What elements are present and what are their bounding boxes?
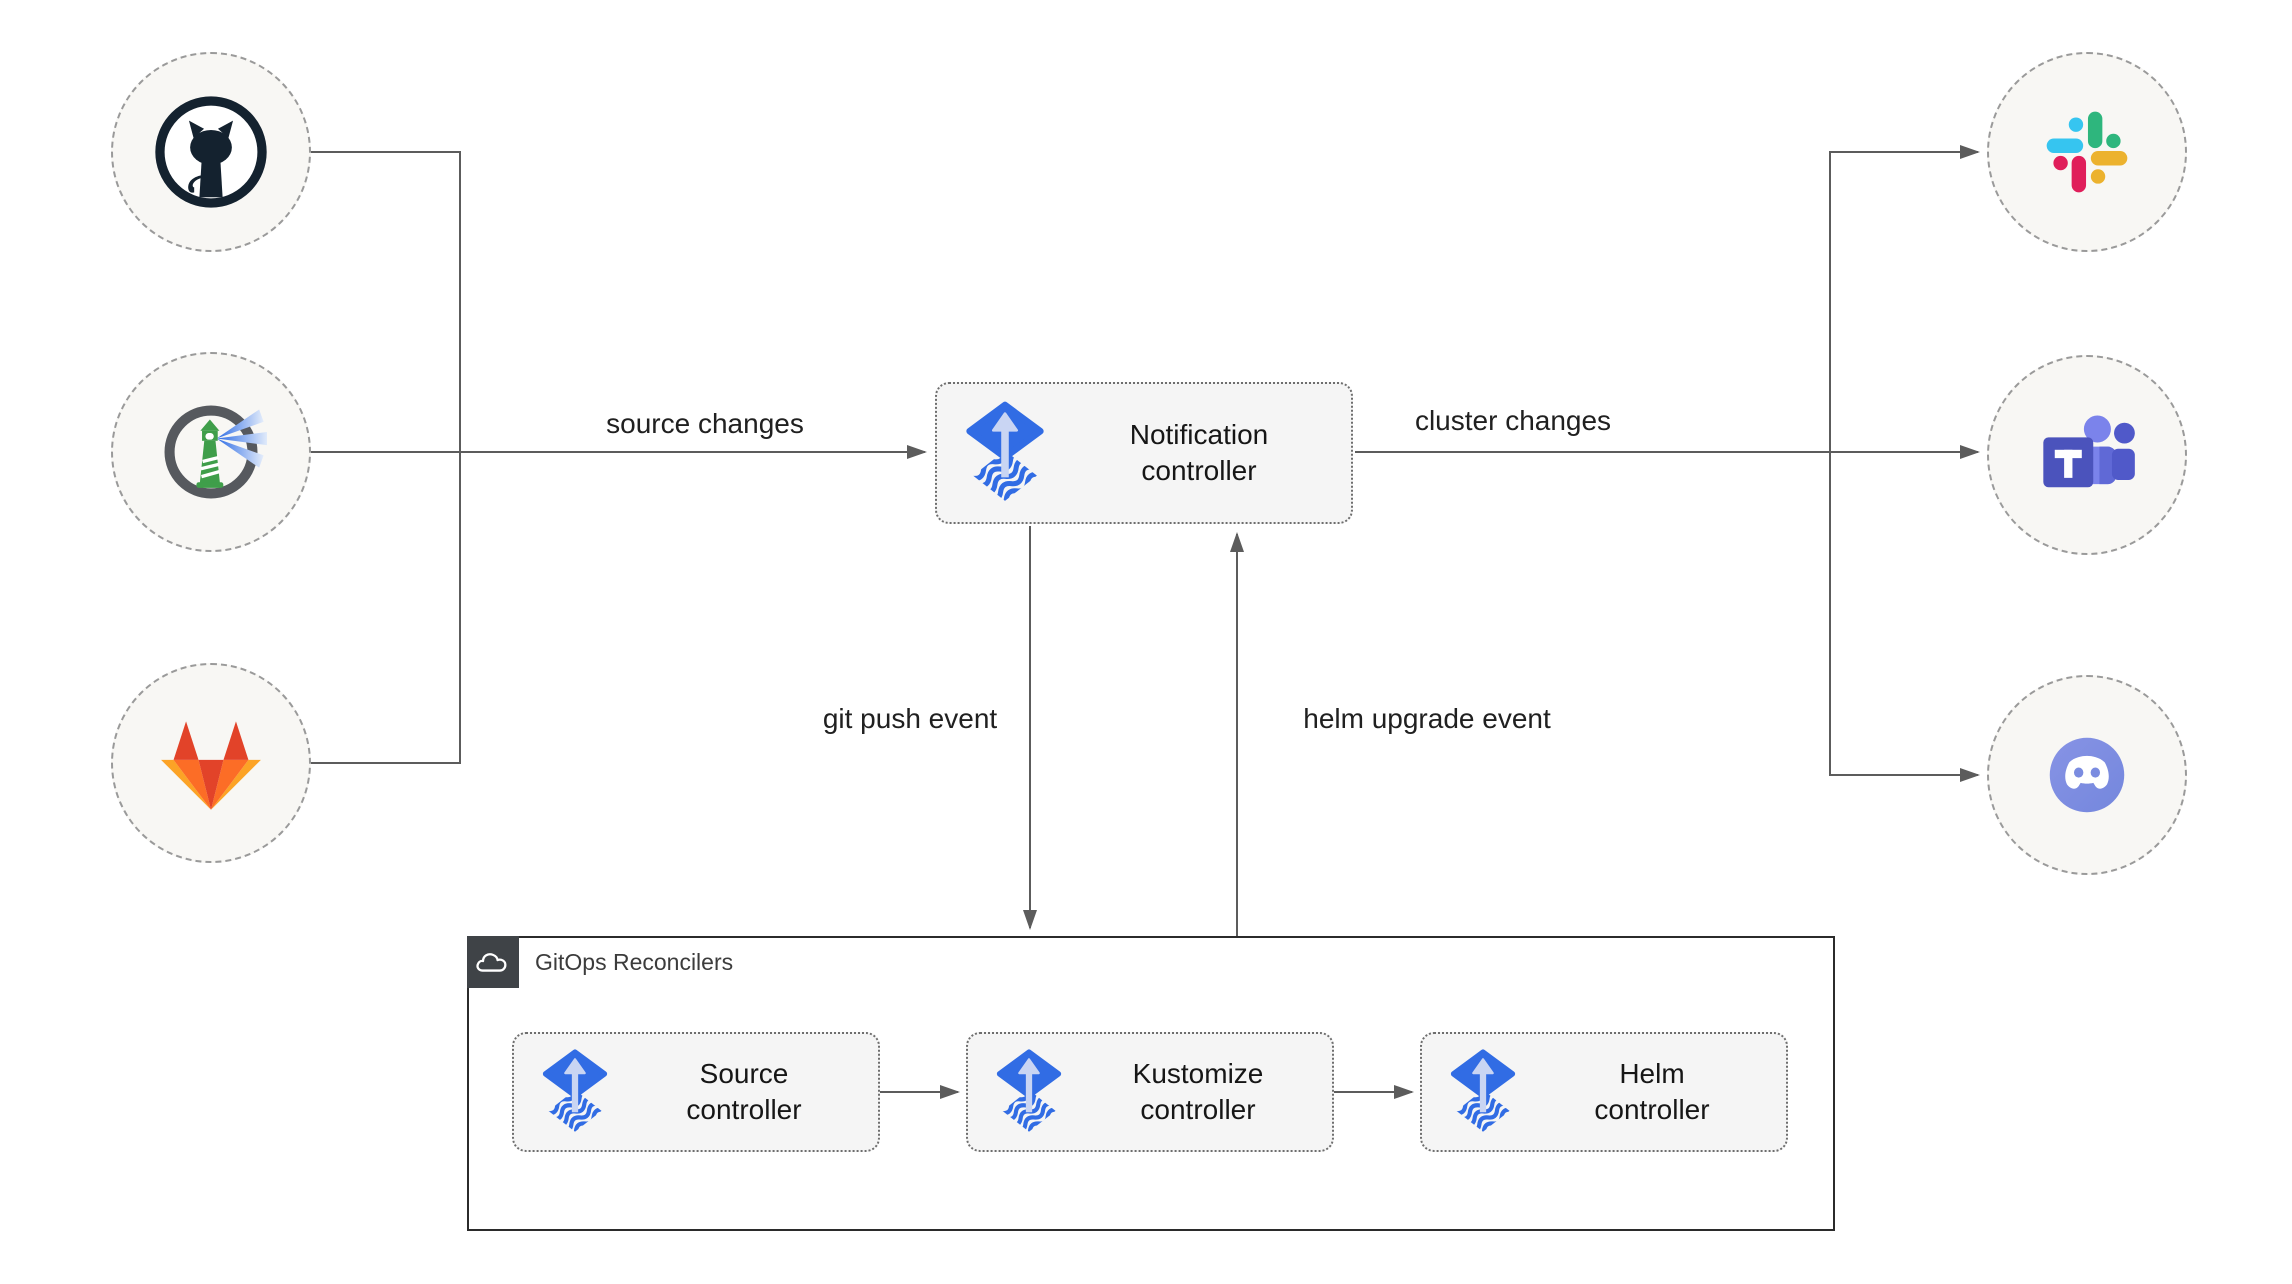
flux-icon [540,1048,610,1136]
flux-icon [963,400,1047,506]
source-controller-label: Source controller [686,1057,802,1125]
gitops-reconcilers-container [467,936,1835,1231]
node-slack [1987,52,2187,252]
edge-cluster-changes-slack [1829,145,1980,452]
node-kustomize-controller: Kustomize controller [966,1032,1334,1152]
github-icon [155,96,267,208]
harbor-icon [164,405,267,499]
edge-label-helm-upgrade-event: helm upgrade event [1297,703,1557,735]
flux-icon [994,1048,1064,1136]
node-source-controller: Source controller [512,1032,880,1152]
gitops-reconcilers-label: GitOps Reconcilers [535,948,734,975]
helm-controller-label: Helm controller [1594,1057,1710,1125]
cloud-icon [467,936,519,988]
slack-icon [2046,111,2128,193]
flux-icon [1448,1048,1518,1136]
node-harbor [111,352,311,552]
node-ms-teams [1987,355,2187,555]
node-github [111,52,311,252]
node-gitlab [111,663,311,863]
gitlab-icon [161,721,261,810]
node-discord [1987,675,2187,875]
gitops-reconcilers-tag: GitOps Reconcilers [467,936,733,988]
edge-left-bus [311,151,461,764]
node-notification-controller: Notification controller [935,382,1353,524]
edge-label-git-push-event: git push event [816,703,1004,735]
discord-icon [2049,737,2125,813]
kustomize-controller-label: Kustomize controller [1132,1057,1264,1125]
node-helm-controller: Helm controller [1420,1032,1788,1152]
ms-teams-icon [2043,415,2135,488]
edge-label-source-changes: source changes [600,408,810,440]
edge-cluster-changes-discord [1829,452,1980,782]
notification-controller-label: Notification controller [1129,418,1269,486]
edge-label-cluster-changes: cluster changes [1408,405,1618,437]
